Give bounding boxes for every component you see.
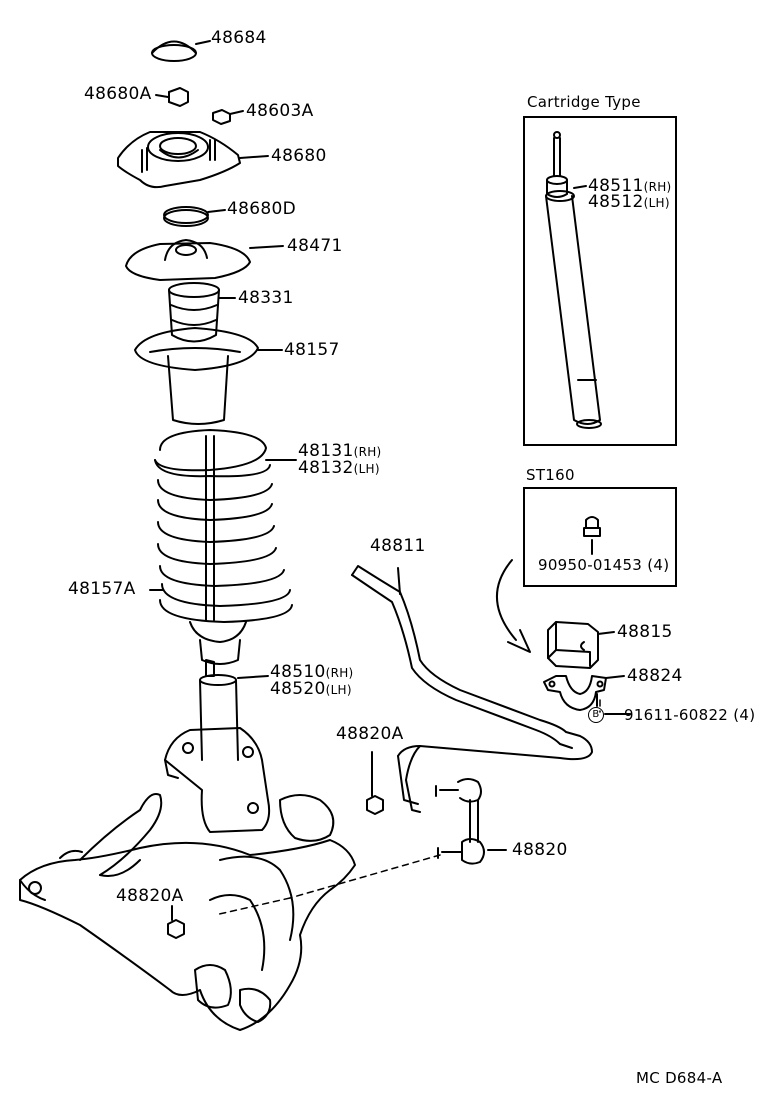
lower-seat-drawing	[190, 622, 246, 664]
diagram-code: MC D684-A	[636, 1069, 723, 1087]
alignment-dashes	[215, 700, 600, 915]
label-48510: 48510(RH)	[270, 664, 354, 681]
st160-box	[523, 487, 677, 587]
label-48512-number: 48512	[588, 192, 644, 212]
ring-48680D-drawing	[164, 207, 225, 226]
spring-seat-48157-drawing	[135, 328, 282, 424]
label-48603A: 48603A	[246, 101, 314, 121]
label-48511-number: 48511	[588, 176, 644, 196]
dust-cap-48684-drawing	[152, 41, 210, 61]
label-48680D: 48680D	[227, 199, 296, 219]
label-48132: 48132(LH)	[298, 460, 380, 477]
nut-48603A-drawing	[213, 110, 243, 124]
label-91611: B 91611-60822 (4)	[588, 707, 755, 723]
suspension-arm-drawing	[20, 794, 355, 1030]
cartridge-type-box	[523, 116, 677, 446]
label-48471: 48471	[287, 236, 343, 256]
label-48820: 48820	[512, 840, 568, 860]
suffix-rh: (RH)	[353, 445, 382, 459]
suffix-rh: (RH)	[643, 180, 672, 194]
label-48131-number: 48131	[298, 441, 354, 461]
stabilizer-link-48820-drawing	[436, 779, 506, 864]
label-48157: 48157	[284, 340, 340, 360]
coil-spring-48131-drawing	[150, 430, 296, 622]
shock-absorber-48510-drawing	[165, 660, 269, 832]
st160-arrow	[497, 560, 530, 652]
label-48131: 48131(RH)	[298, 443, 382, 460]
label-48684: 48684	[211, 28, 267, 48]
bushing-48815-drawing	[548, 622, 614, 668]
label-48680: 48680	[271, 146, 327, 166]
suffix-rh: (RH)	[325, 666, 354, 680]
label-90950: 90950-01453 (4)	[538, 556, 670, 574]
cartridge-shock-drawing	[546, 132, 601, 428]
bracket-48824-drawing	[544, 676, 624, 710]
label-48520-number: 48520	[270, 679, 326, 699]
label-48520: 48520(LH)	[270, 681, 352, 698]
nut-48820A-top-drawing	[367, 752, 383, 814]
cartridge-type-title: Cartridge Type	[527, 93, 641, 111]
label-48811: 48811	[370, 536, 426, 556]
bump-stopper-48331-drawing	[169, 283, 235, 342]
label-48680A: 48680A	[84, 84, 152, 104]
suffix-lh: (LH)	[325, 683, 352, 697]
circle-b-marker: B	[588, 707, 604, 723]
label-48512: 48512(LH)	[588, 194, 670, 211]
label-48820A-top: 48820A	[336, 724, 404, 744]
stabilizer-bar-48811-drawing	[352, 566, 592, 812]
strut-support-48680-drawing	[118, 132, 268, 187]
label-48331: 48331	[238, 288, 294, 308]
label-48157A: 48157A	[68, 579, 136, 599]
label-48824: 48824	[627, 666, 683, 686]
label-91611-number: 91611-60822 (4)	[624, 705, 756, 724]
nut-48820A-bottom-drawing	[168, 906, 184, 938]
nut-48680A-drawing	[156, 88, 188, 106]
suffix-lh: (LH)	[353, 462, 380, 476]
suffix-lh: (LH)	[643, 196, 670, 210]
label-48815: 48815	[617, 622, 673, 642]
label-48132-number: 48132	[298, 458, 354, 478]
label-48511: 48511(RH)	[588, 178, 672, 195]
label-48820A-bottom: 48820A	[116, 886, 184, 906]
label-48510-number: 48510	[270, 662, 326, 682]
clip-90950-drawing	[584, 517, 600, 554]
st160-title: ST160	[526, 466, 575, 484]
upper-insulator-48471-drawing	[126, 240, 283, 280]
